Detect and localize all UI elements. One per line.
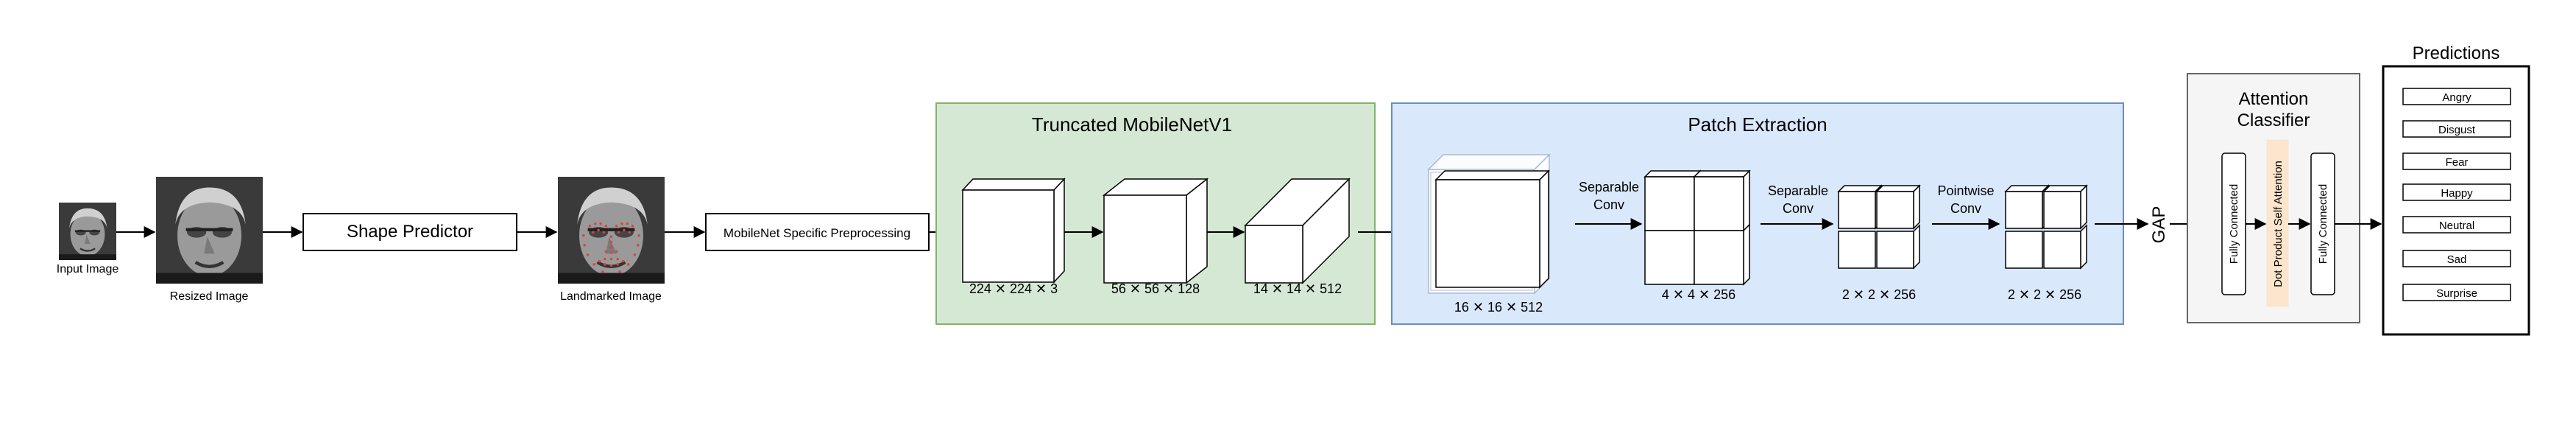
dim-2x2-a: 2 ✕ 2 ✕ 256 xyxy=(1842,287,1916,302)
op3-line2: Conv xyxy=(1950,201,1981,216)
prediction-class-happy: Happy xyxy=(2441,187,2473,200)
resized-image xyxy=(156,177,263,284)
preprocessing-box xyxy=(705,213,930,251)
classifier-title-line1: Attention xyxy=(2239,89,2309,109)
input-image xyxy=(59,203,116,260)
predictions-title: Predictions xyxy=(2413,43,2500,63)
patch-extraction-title: Patch Extraction xyxy=(1688,113,1827,136)
tensor-stack-16 xyxy=(1427,153,1551,295)
tensor-grid-2x2-b xyxy=(2004,184,2088,270)
landmarked-image-label: Landmarked Image xyxy=(560,290,662,303)
self-attention-label: Dot Product Self Attention xyxy=(2272,161,2285,287)
tensor-cube-224 xyxy=(961,178,1066,284)
preprocessing-label: MobileNet Specific Preprocessing xyxy=(723,226,910,240)
op2-line1: Separable xyxy=(1768,183,1828,198)
resized-image-label: Resized Image xyxy=(170,290,249,303)
op2-line2: Conv xyxy=(1783,201,1814,216)
dim-224: 224 ✕ 224 ✕ 3 xyxy=(969,281,1058,296)
classifier-title-line2: Classifier xyxy=(2237,110,2310,130)
prediction-class-sad: Sad xyxy=(2447,253,2467,266)
op1-line2: Conv xyxy=(1593,197,1624,212)
tensor-grid-2x2-a xyxy=(1837,184,1921,270)
shape-predictor-label: Shape Predictor xyxy=(347,222,473,242)
gap-label: GAP xyxy=(2149,206,2169,244)
prediction-class-list: Angry Disgust Fear Happy Neutral Sad Sur… xyxy=(2402,88,2511,301)
fully-connected-1-label: Fully Connected xyxy=(2228,184,2240,264)
prediction-class-neutral: Neutral xyxy=(2439,220,2474,232)
face-landmarks-icon xyxy=(558,177,665,284)
input-image-label: Input Image xyxy=(57,263,119,276)
tensor-grid-4x4 xyxy=(1643,169,1751,286)
face-portrait-icon xyxy=(156,177,263,284)
fully-connected-2-label: Fully Connected xyxy=(2317,184,2329,264)
prediction-class-disgust: Disgust xyxy=(2438,124,2476,136)
landmarked-image xyxy=(558,177,665,284)
face-portrait-icon xyxy=(59,203,116,260)
tensor-cube-56 xyxy=(1102,178,1209,284)
dim-56: 56 ✕ 56 ✕ 128 xyxy=(1111,281,1200,296)
dim-2x2-b: 2 ✕ 2 ✕ 256 xyxy=(2008,287,2081,302)
mobilenet-title: Truncated MobileNetV1 xyxy=(1032,113,1232,136)
dim-4x4: 4 ✕ 4 ✕ 256 xyxy=(1662,287,1735,302)
prediction-class-surprise: Surprise xyxy=(2436,287,2477,300)
prediction-class-angry: Angry xyxy=(2442,91,2471,104)
prediction-class-fear: Fear xyxy=(2446,156,2469,169)
dim-16: 16 ✕ 16 ✕ 512 xyxy=(1454,300,1543,315)
dim-14: 14 ✕ 14 ✕ 512 xyxy=(1253,281,1342,296)
tensor-cube-14 xyxy=(1244,178,1351,284)
op1-line1: Separable xyxy=(1579,180,1639,194)
op3-line1: Pointwise xyxy=(1937,183,1994,198)
